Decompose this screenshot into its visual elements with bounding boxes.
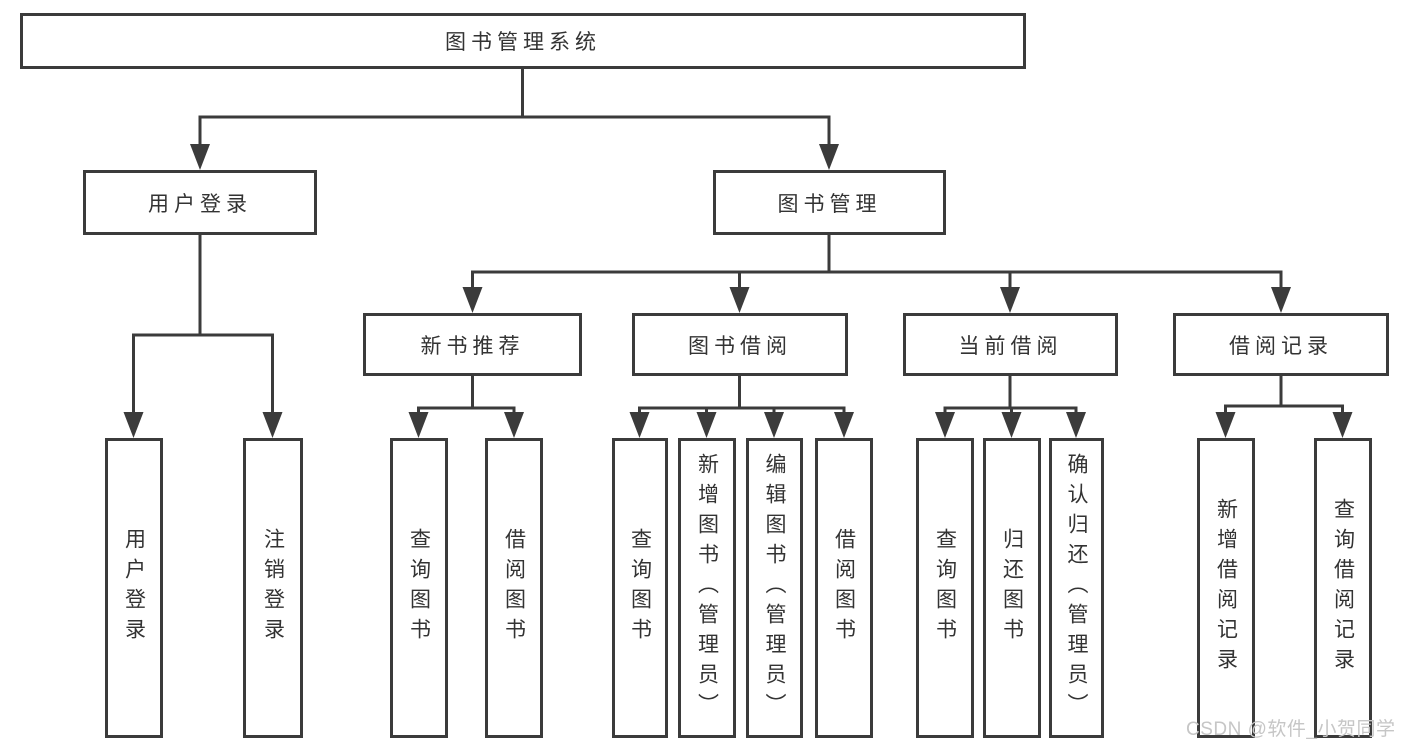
arrow-down: [1000, 287, 1020, 313]
node-br-query-borrow-record: 查询借阅记录: [1314, 438, 1372, 738]
node-label: 注销登录: [261, 528, 285, 648]
node-label: 借阅记录: [1229, 334, 1333, 358]
node-label: 编辑图书（管理员）: [763, 453, 786, 723]
connector-arrowheads: [123, 144, 1353, 438]
arrow-down: [935, 412, 955, 438]
arrow-down: [729, 287, 750, 313]
arrow-down: [123, 412, 144, 438]
node-label: 查询图书: [628, 528, 652, 648]
node-label: 新增图书（管理员）: [695, 453, 719, 723]
node-book-borrowing: 图书借阅: [632, 313, 848, 376]
csdn-watermark: CSDN @软件_小贺同学: [1186, 719, 1396, 740]
node-label: 归还图书: [1000, 528, 1024, 648]
arrow-down: [819, 144, 839, 170]
arrow-down: [696, 412, 717, 438]
arrow-down: [408, 412, 429, 438]
node-label: 新书推荐: [420, 334, 525, 358]
node-book-management: 图书管理: [713, 170, 946, 235]
arrow-down: [462, 287, 483, 313]
node-login-user-login: 用户登录: [105, 438, 163, 738]
node-label: 借阅图书: [502, 528, 526, 648]
node-current-borrowing: 当前借阅: [903, 313, 1118, 376]
arrow-down: [1271, 287, 1291, 313]
node-label: 图书管理: [777, 192, 882, 216]
node-login-logout: 注销登录: [243, 438, 303, 738]
arrow-down: [764, 412, 784, 438]
node-cb-confirm-return-admin: 确认归还（管理员）: [1049, 438, 1104, 738]
node-label: 用户登录: [148, 192, 252, 216]
node-label: 用户登录: [122, 528, 146, 648]
node-label: 当前借阅: [958, 334, 1063, 358]
arrow-down: [1066, 412, 1086, 438]
arrow-down: [834, 412, 854, 438]
connector-line: [132, 66, 1344, 416]
node-label: 图书借阅: [688, 334, 792, 358]
arrow-down: [1215, 412, 1236, 438]
node-label: 借阅图书: [832, 528, 856, 648]
node-label: 查询图书: [933, 528, 957, 648]
node-borrowing-records: 借阅记录: [1173, 313, 1389, 376]
node-label: 新增借阅记录: [1214, 498, 1238, 678]
arrow-down: [629, 412, 650, 438]
node-bb-edit-book-admin: 编辑图书（管理员）: [746, 438, 803, 738]
node-bb-query-book: 查询图书: [612, 438, 668, 738]
node-label: 查询图书: [407, 528, 431, 648]
arrow-down: [1332, 412, 1353, 438]
node-rec-borrow-book: 借阅图书: [485, 438, 543, 738]
node-root: 图书管理系统: [20, 13, 1026, 69]
node-cb-query-book: 查询图书: [916, 438, 974, 738]
node-label: 图书管理系统: [445, 31, 601, 54]
node-br-add-borrow-record: 新增借阅记录: [1197, 438, 1255, 738]
arrow-down: [190, 144, 210, 170]
node-bb-add-book-admin: 新增图书（管理员）: [678, 438, 736, 738]
arrow-down: [504, 412, 524, 438]
arrow-down: [262, 412, 283, 438]
node-cb-return-book: 归还图书: [983, 438, 1041, 738]
node-new-book-recommend: 新书推荐: [363, 313, 582, 376]
node-user-login: 用户登录: [83, 170, 317, 235]
node-bb-borrow-book: 借阅图书: [815, 438, 873, 738]
arrow-down: [1001, 412, 1022, 438]
node-label: 查询借阅记录: [1331, 498, 1355, 678]
node-rec-query-book: 查询图书: [390, 438, 448, 738]
node-label: 确认归还（管理员）: [1065, 453, 1088, 723]
